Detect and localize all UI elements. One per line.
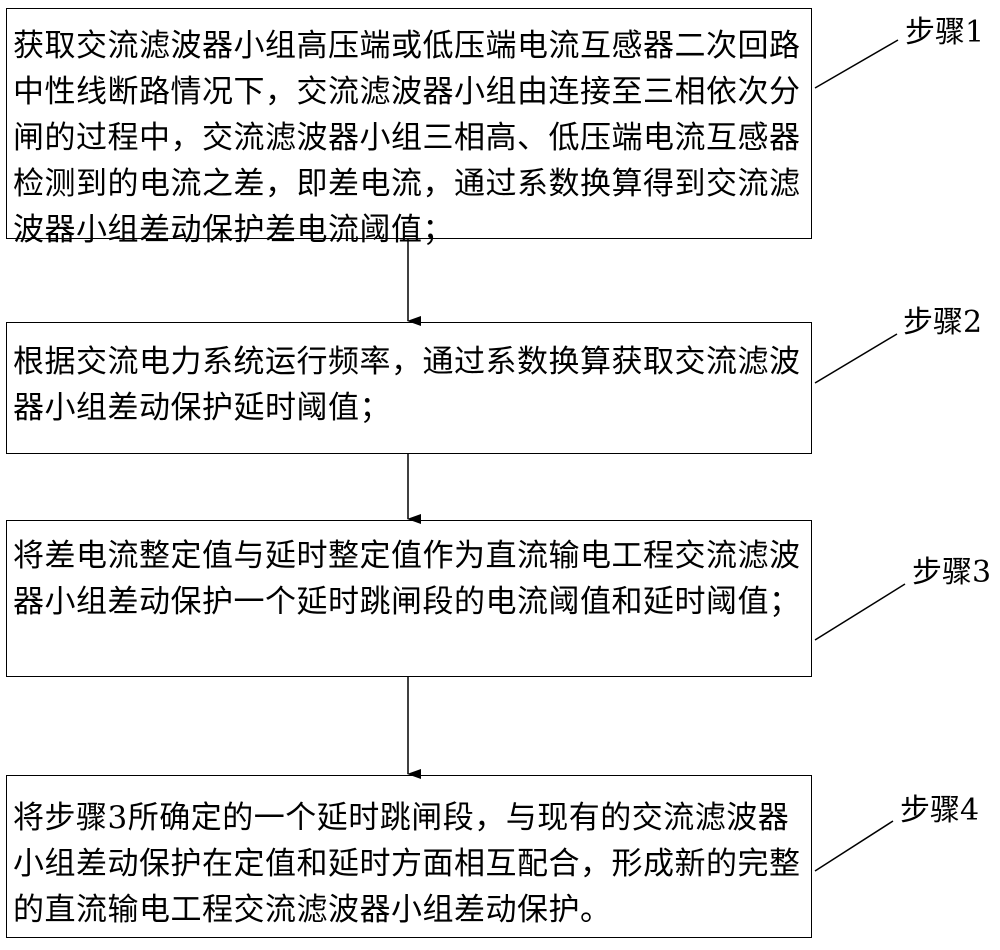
step-4-box: 将步骤3所确定的一个延时跳闸段，与现有的交流滤波器小组差动保护在定值和延时方面相… <box>6 775 812 938</box>
leader-line-step-4 <box>814 820 894 872</box>
step-4-text: 将步骤3所确定的一个延时跳闸段，与现有的交流滤波器小组差动保护在定值和延时方面相… <box>13 800 801 928</box>
leader-line-step-2 <box>814 333 898 384</box>
step-2-label: 步骤2 <box>903 305 983 340</box>
step-2-text: 根据交流电力系统运行频率，通过系数换算获取交流滤波器小组差动保护延时阈值； <box>13 344 801 426</box>
step-1-box: 获取交流滤波器小组高压端或低压端电流互感器二次回路中性线断路情况下，交流滤波器小… <box>6 8 812 248</box>
leader-line-step-3 <box>814 583 906 641</box>
step-3-text: 将差电流整定值与延时整定值作为直流输电工程交流滤波器小组差动保护一个延时跳闸段的… <box>13 538 801 620</box>
step-3-label: 步骤3 <box>912 555 992 590</box>
step-1-text: 获取交流滤波器小组高压端或低压端电流互感器二次回路中性线断路情况下，交流滤波器小… <box>13 28 801 248</box>
leader-line-step-1 <box>814 39 899 89</box>
step-3-box: 将差电流整定值与延时整定值作为直流输电工程交流滤波器小组差动保护一个延时跳闸段的… <box>6 520 812 677</box>
step-4-label: 步骤4 <box>900 793 980 828</box>
step-2-box: 根据交流电力系统运行频率，通过系数换算获取交流滤波器小组差动保护延时阈值； <box>6 322 812 454</box>
step-1-label: 步骤1 <box>905 15 985 50</box>
